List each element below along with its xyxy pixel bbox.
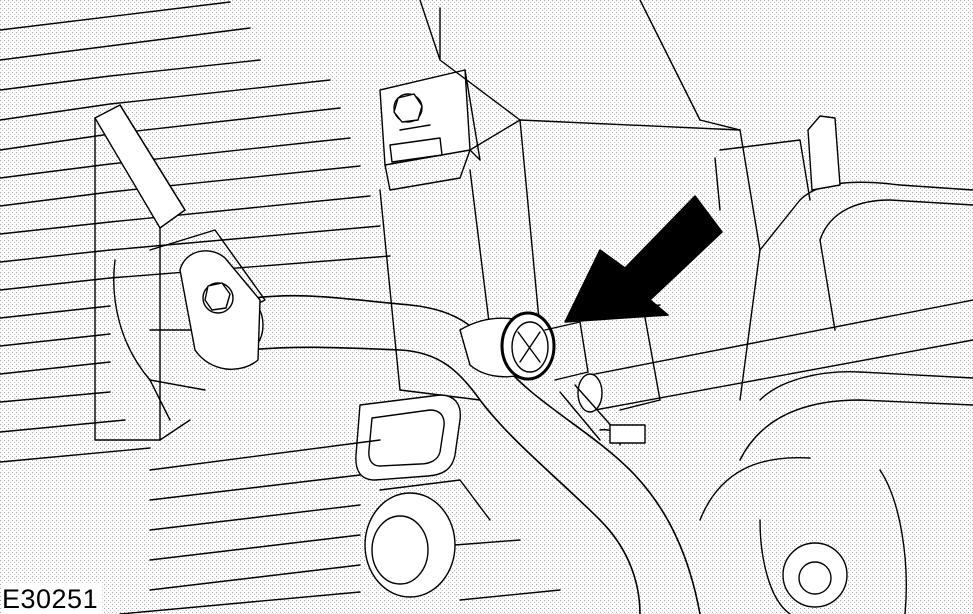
lower-fins bbox=[119, 439, 561, 614]
sensor-connector bbox=[459, 311, 646, 446]
lower-cylinder bbox=[364, 479, 521, 598]
pointer-arrow-icon bbox=[564, 195, 723, 323]
connector-port bbox=[355, 394, 462, 481]
module-housing bbox=[94, 104, 266, 441]
heat-sink-fins bbox=[0, 1, 391, 463]
figure-reference-code: E30251 bbox=[2, 584, 103, 614]
support-rod bbox=[577, 115, 973, 413]
hose-bracket-bolt bbox=[179, 250, 261, 370]
upper-mounting-bracket bbox=[379, 69, 481, 191]
right-bracket bbox=[589, 181, 973, 614]
